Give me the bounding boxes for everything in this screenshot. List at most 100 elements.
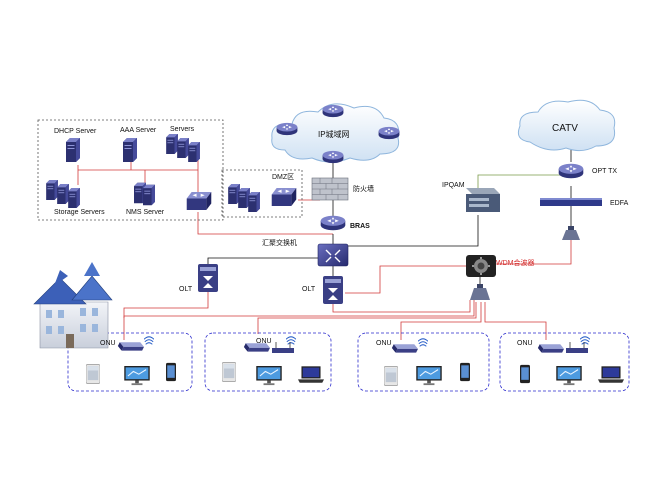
monitor-icon	[556, 366, 582, 386]
phone-icon	[460, 362, 470, 382]
servers-label: Servers	[170, 126, 195, 133]
agg-switch-label: 汇聚交换机	[262, 240, 297, 247]
tablet-icon	[384, 366, 398, 386]
ipqam-label: IPQAM	[442, 182, 465, 189]
storage-server-icon	[46, 180, 58, 200]
storage-servers	[46, 180, 80, 208]
wifi-icon	[580, 336, 590, 345]
user-group-4-box	[499, 332, 630, 392]
catv-label: CATV	[552, 123, 578, 134]
olt-mid-label: OLT	[302, 286, 316, 293]
monitor-icon	[416, 366, 442, 386]
servers-group	[166, 134, 200, 162]
fiber-to-group4	[484, 302, 547, 340]
metro-router-left-icon	[276, 122, 298, 136]
dmz-box	[221, 169, 303, 218]
phone-icon	[166, 362, 176, 382]
tablet-icon	[86, 364, 100, 384]
storage-server-icon	[57, 184, 69, 204]
opttx-to-ipqam	[477, 174, 571, 188]
olt-left-label: OLT	[179, 286, 193, 293]
wdm-icon	[466, 255, 496, 277]
wdm-label: WDM合波器	[496, 260, 535, 267]
wifi-router-icon	[272, 348, 294, 353]
metro-router-right-icon	[378, 126, 400, 140]
aaa-server-icon	[123, 138, 137, 162]
laptop-icon	[298, 366, 324, 383]
olt-mid-to-wdm	[345, 265, 466, 294]
ip-metro-cloud	[271, 103, 400, 164]
dmz-label: DMZ区	[272, 174, 295, 181]
metro-router-bottom-icon	[322, 150, 344, 164]
dhcp-server-icon	[66, 138, 80, 162]
opttx-label: OPT TX	[592, 168, 618, 175]
olt-mid-fiber-down	[332, 300, 471, 313]
aaa-server	[123, 138, 137, 162]
olt-mid-icon	[323, 276, 343, 304]
dhcp-server-label: DHCP Server	[54, 128, 97, 135]
onu-device-icon	[117, 342, 144, 351]
edfa-icon	[540, 198, 602, 206]
server-to-bras	[197, 212, 333, 235]
ip-metro-label: IP城域网	[318, 130, 350, 139]
connection-lines	[77, 148, 572, 340]
user-group-1-box	[67, 332, 193, 392]
monitor-icon	[124, 366, 150, 386]
onu-label: ONU	[100, 340, 116, 347]
agg-switch-icon	[317, 243, 349, 267]
edfa-splitter-icon	[562, 226, 580, 240]
dmz-servers	[228, 184, 260, 212]
firewall-icon	[311, 177, 349, 201]
onu-label: ONU	[256, 338, 272, 345]
aaa-server-label: AAA Server	[120, 127, 157, 134]
bras-label: BRAS	[350, 223, 370, 230]
metro-router-top-icon	[322, 104, 344, 118]
fiber-to-group2	[257, 302, 477, 334]
monitor-icon	[256, 366, 282, 386]
onu-splitter-icon	[470, 284, 490, 300]
olt-left-icon	[198, 264, 218, 292]
edfa-to-wdm	[496, 240, 572, 265]
nms-server	[134, 182, 155, 206]
agg-to-olt-left	[207, 257, 320, 264]
olt-left-to-home	[123, 292, 209, 318]
nms-server-icon	[143, 184, 155, 206]
opttx-router-icon	[558, 163, 584, 179]
fiber-to-home	[123, 300, 475, 340]
user-group-3-box	[357, 332, 490, 392]
server-area-box	[37, 119, 224, 221]
server-rack-icon	[188, 142, 200, 162]
firewall-label: 防火墙	[353, 186, 374, 193]
ipqam-icon	[466, 188, 500, 212]
dmz-switch-icon	[271, 188, 297, 206]
wifi-icon	[144, 336, 154, 345]
catv-cloud	[517, 99, 616, 152]
server-rack-icon	[166, 134, 178, 154]
storage-servers-label: Storage Servers	[54, 209, 105, 216]
onu-label: ONU	[517, 340, 533, 347]
dmz-server-icon	[228, 184, 240, 204]
bras-router-icon	[320, 215, 346, 231]
tablet-icon	[222, 362, 236, 382]
edfa-label: EDFA	[610, 200, 629, 207]
dmz-server-icon	[238, 188, 250, 208]
laptop-icon	[598, 366, 624, 383]
storage-server-icon	[68, 188, 80, 208]
wifi-icon	[418, 338, 428, 347]
dhcp-server	[66, 138, 80, 162]
wifi-router-icon	[566, 348, 588, 353]
user-group-2-box	[204, 332, 332, 392]
agg-to-ipqam	[346, 215, 479, 247]
onu-device-icon	[391, 344, 418, 353]
server-rack-icon	[177, 138, 189, 158]
nms-server-label: NMS Server	[126, 209, 165, 216]
onu-device-icon	[537, 344, 564, 353]
residential-building-icon	[33, 262, 113, 349]
server-switch-icon	[186, 192, 212, 210]
dmz-server-icon	[248, 192, 260, 212]
phone-icon	[520, 364, 530, 384]
fiber-to-group3	[400, 302, 482, 340]
wifi-icon	[286, 336, 296, 345]
onu-label: ONU	[376, 340, 392, 347]
